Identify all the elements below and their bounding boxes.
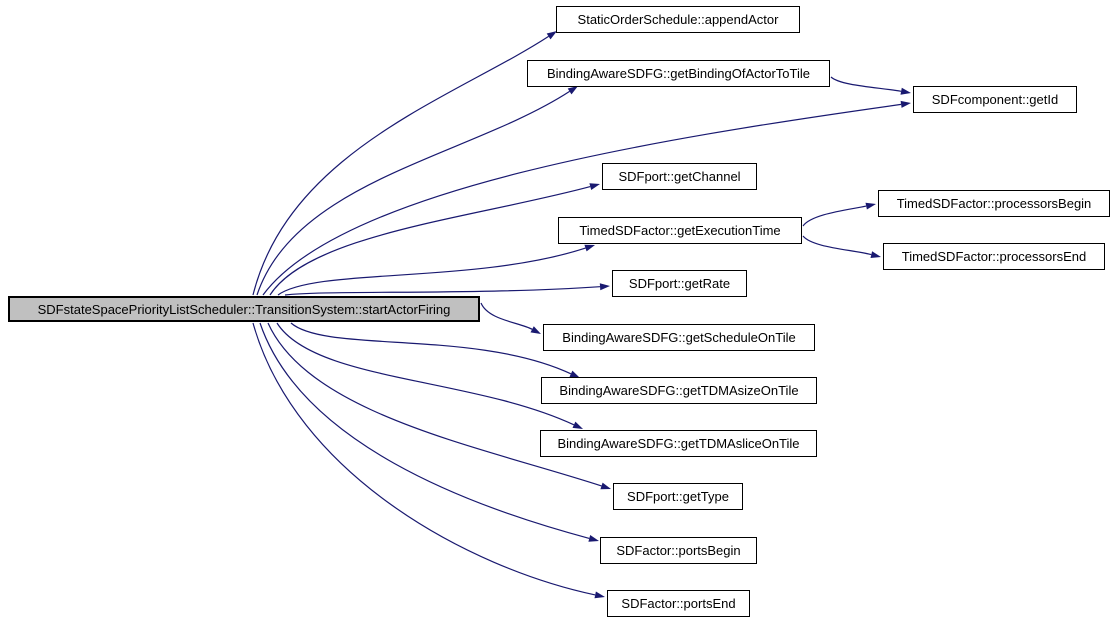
node-getTDMAsliceOnTile[interactable]: BindingAwareSDFG::getTDMAsliceOnTile (540, 430, 817, 457)
node-label-processorsBegin: TimedSDFactor::processorsBegin (896, 196, 1092, 211)
node-label-getRate: SDFport::getRate (628, 276, 731, 291)
edge-startActorFiring-appendActor (252, 35, 549, 296)
arrowhead-getBindingOfActorToTile-getId (900, 87, 911, 95)
node-label-getBindingOfActorToTile: BindingAwareSDFG::getBindingOfActorToTil… (546, 66, 810, 81)
edge-startActorFiring-portsEnd (252, 322, 596, 596)
edge-getExecutionTime-processorsBegin (802, 205, 867, 227)
node-label-startActorFiring: SDFstateSpacePriorityListScheduler::Tran… (37, 301, 451, 317)
node-label-getId: SDFcomponent::getId (931, 92, 1059, 107)
arrowhead-startActorFiring-getRate (599, 283, 610, 291)
arrowhead-startActorFiring-getId (900, 100, 911, 108)
node-getChannel[interactable]: SDFport::getChannel (602, 163, 757, 190)
node-getId[interactable]: SDFcomponent::getId (913, 86, 1077, 113)
node-portsEnd[interactable]: SDFactor::portsEnd (607, 590, 750, 617)
edge-startActorFiring-portsBegin (259, 322, 590, 539)
node-label-getChannel: SDFport::getChannel (618, 169, 741, 184)
arrowhead-startActorFiring-getBindingOfActorToTile (567, 86, 578, 95)
node-appendActor[interactable]: StaticOrderSchedule::appendActor (556, 6, 800, 33)
arrowhead-startActorFiring-getScheduleOnTile (530, 326, 541, 334)
arrowhead-startActorFiring-portsBegin (588, 535, 599, 542)
arrowhead-startActorFiring-getTDMAsizeOnTile (569, 370, 580, 378)
arrowhead-startActorFiring-getTDMAsliceOnTile (572, 421, 583, 429)
node-label-getExecutionTime: TimedSDFactor::getExecutionTime (579, 223, 781, 238)
node-label-getTDMAsizeOnTile: BindingAwareSDFG::getTDMAsizeOnTile (559, 383, 799, 398)
edge-getBindingOfActorToTile-getId (830, 76, 902, 92)
edge-startActorFiring-getChannel (269, 186, 591, 296)
node-getScheduleOnTile[interactable]: BindingAwareSDFG::getScheduleOnTile (543, 324, 815, 351)
edge-startActorFiring-getScheduleOnTile (480, 302, 533, 330)
edge-startActorFiring-getId (262, 103, 902, 296)
arrowhead-startActorFiring-portsEnd (594, 591, 605, 599)
node-label-getScheduleOnTile: BindingAwareSDFG::getScheduleOnTile (562, 330, 796, 345)
node-getBindingOfActorToTile[interactable]: BindingAwareSDFG::getBindingOfActorToTil… (527, 60, 830, 87)
edge-startActorFiring-getBindingOfActorToTile (256, 90, 570, 296)
arrowhead-startActorFiring-getType (600, 482, 611, 490)
node-label-getType: SDFport::getType (627, 489, 729, 504)
arrowhead-getExecutionTime-processorsBegin (865, 202, 876, 210)
edge-startActorFiring-getType (267, 322, 602, 487)
node-startActorFiring: SDFstateSpacePriorityListScheduler::Tran… (8, 296, 480, 322)
node-label-portsEnd: SDFactor::portsEnd (621, 596, 736, 611)
node-processorsBegin[interactable]: TimedSDFactor::processorsBegin (878, 190, 1110, 217)
edge-startActorFiring-getTDMAsizeOnTile (290, 322, 572, 375)
node-label-getTDMAsliceOnTile: BindingAwareSDFG::getTDMAsliceOnTile (557, 436, 800, 451)
node-getExecutionTime[interactable]: TimedSDFactor::getExecutionTime (558, 217, 802, 244)
edge-getExecutionTime-processorsEnd (802, 235, 872, 256)
node-label-portsBegin: SDFactor::portsBegin (616, 543, 741, 558)
arrowhead-getExecutionTime-processorsEnd (870, 251, 881, 258)
edge-startActorFiring-getRate (284, 286, 601, 296)
node-getRate[interactable]: SDFport::getRate (612, 270, 747, 297)
node-portsBegin[interactable]: SDFactor::portsBegin (600, 537, 757, 564)
node-processorsEnd[interactable]: TimedSDFactor::processorsEnd (883, 243, 1105, 270)
node-label-appendActor: StaticOrderSchedule::appendActor (577, 12, 779, 27)
node-getType[interactable]: SDFport::getType (613, 483, 743, 510)
node-getTDMAsizeOnTile[interactable]: BindingAwareSDFG::getTDMAsizeOnTile (541, 377, 817, 404)
arrowhead-startActorFiring-getChannel (589, 183, 600, 190)
node-label-processorsEnd: TimedSDFactor::processorsEnd (901, 249, 1087, 264)
arrowhead-startActorFiring-appendActor (546, 31, 557, 40)
edge-startActorFiring-getTDMAsliceOnTile (276, 322, 575, 426)
edge-startActorFiring-getExecutionTime (277, 247, 586, 296)
arrowhead-startActorFiring-getExecutionTime (584, 244, 595, 252)
